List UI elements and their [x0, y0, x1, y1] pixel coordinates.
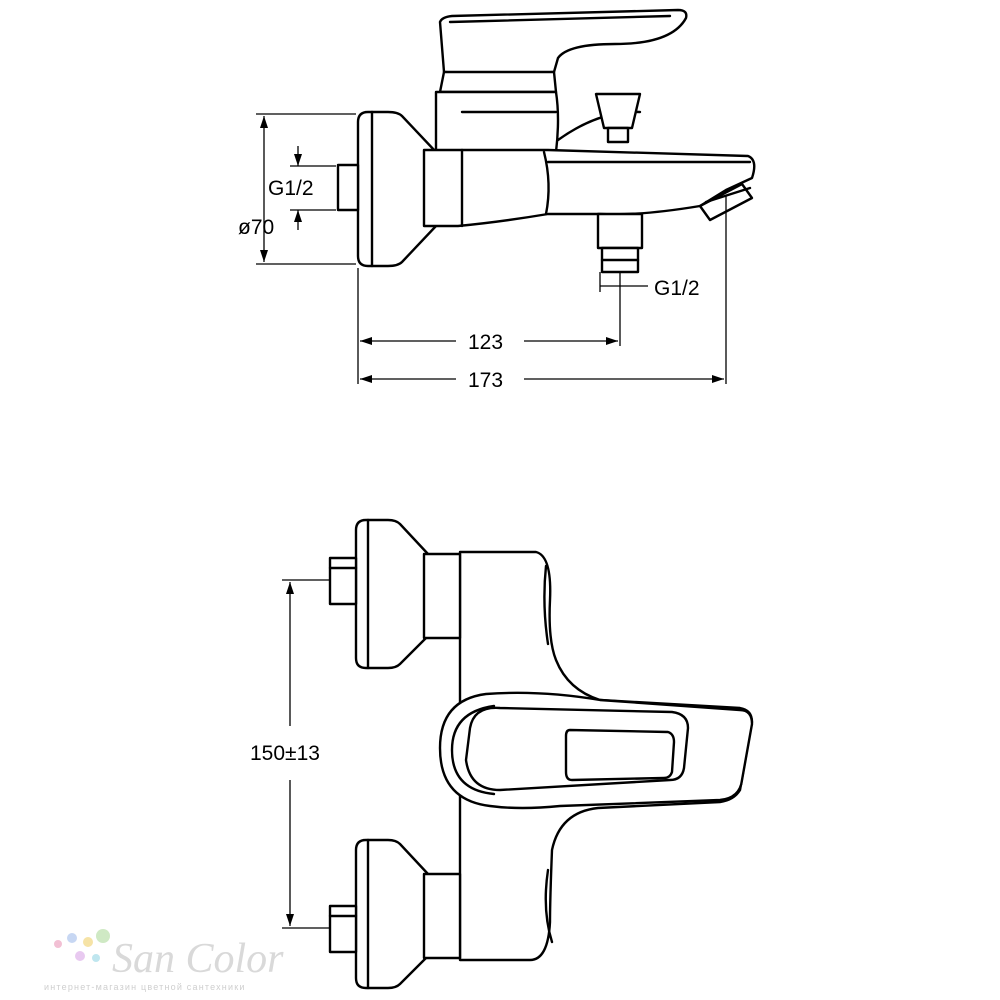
dim-length-to-outlet-label: 123 — [468, 331, 503, 354]
watermark-tagline: интернет-магазин цветной сантехники — [44, 982, 246, 992]
side-view: ø70 G1/2 G1/2 123 — [238, 8, 756, 392]
dim-inlet-thread: G1/2 — [268, 146, 336, 230]
dim-flange-diameter: ø70 — [238, 113, 356, 265]
watermark-dots — [54, 929, 110, 962]
watermark-logo: San Color интернет-магазин цветной санте… — [44, 929, 284, 992]
dim-total-length-label: 173 — [468, 369, 503, 392]
side-cartridge-body — [438, 70, 558, 94]
dim-inlet-spacing-label: 150±13 — [250, 742, 320, 765]
dim-total-length: 173 — [360, 196, 727, 392]
front-lower-inlet — [328, 904, 358, 954]
dim-outlet-thread: G1/2 — [599, 272, 700, 300]
watermark-brand: San Color — [112, 936, 284, 982]
dim-outlet-thread-label: G1/2 — [654, 277, 700, 300]
dim-inlet-spacing: 150±13 — [250, 579, 330, 929]
dim-flange-diameter-label: ø70 — [238, 216, 274, 239]
front-view: 150±13 — [250, 518, 754, 990]
side-inlet-connector — [336, 163, 360, 212]
dim-length-to-outlet: 123 — [357, 268, 621, 384]
side-shower-outlet — [596, 212, 644, 250]
dim-inlet-thread-label: G1/2 — [268, 177, 314, 200]
front-upper-inlet — [328, 556, 358, 606]
side-diverter-knob — [594, 92, 642, 130]
